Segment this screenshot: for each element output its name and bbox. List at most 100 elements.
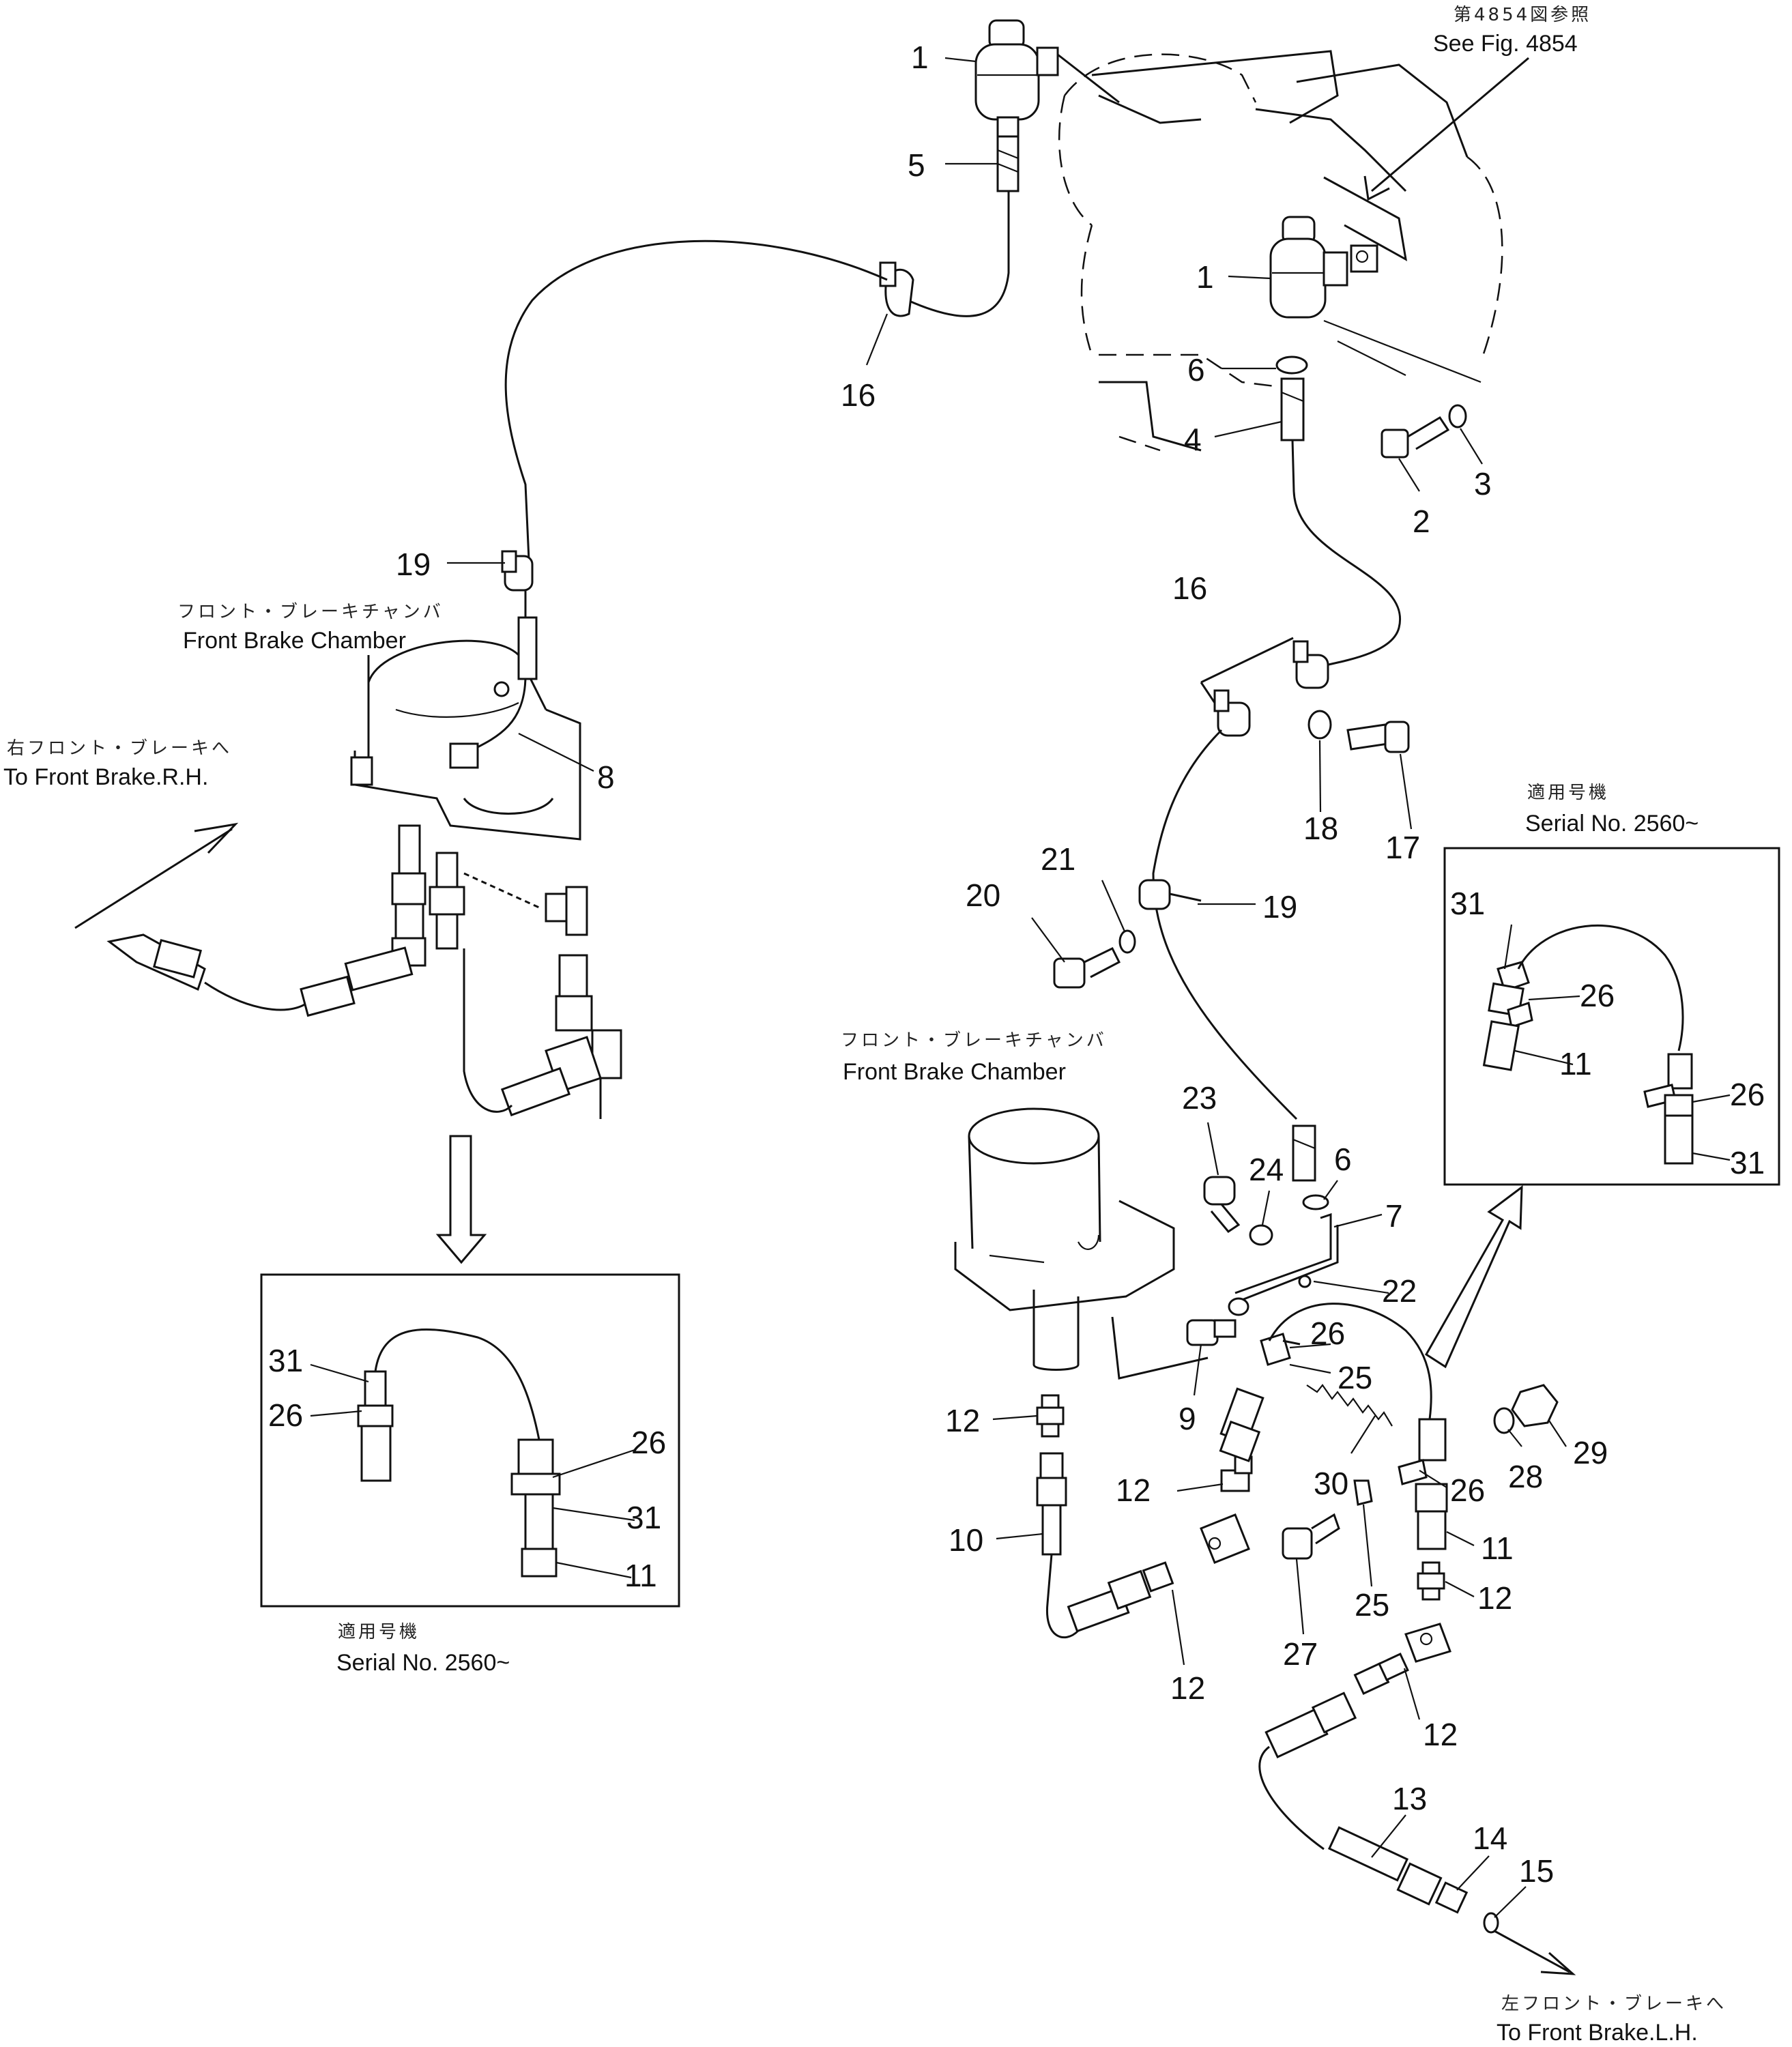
callout-10: 10 bbox=[949, 1522, 983, 1558]
inset-left-parts bbox=[357, 1329, 561, 1578]
clamp-19-right bbox=[1138, 879, 1202, 910]
arrow-to-rh bbox=[194, 822, 239, 854]
callout-23: 23 bbox=[1182, 1080, 1217, 1116]
serial-left-jp: 適用号機 bbox=[338, 1622, 420, 1642]
inset-right-parts bbox=[1482, 924, 1694, 1165]
callout-5: 5 bbox=[908, 147, 925, 183]
callout-7: 7 bbox=[1385, 1198, 1403, 1234]
front-brake-chamber-right bbox=[954, 1107, 1209, 1380]
arrow-up-right bbox=[1424, 1185, 1523, 1369]
callout-24: 24 bbox=[1249, 1152, 1284, 1187]
inset-left-31a: 31 bbox=[268, 1343, 303, 1378]
front-chamber-top-jp: フロント・ブレーキチャンバ bbox=[177, 602, 444, 622]
callout-1a: 1 bbox=[911, 40, 929, 75]
callout-6b: 6 bbox=[1334, 1142, 1352, 1177]
to-rh-en: To Front Brake.R.H. bbox=[3, 764, 208, 790]
callout-25a: 25 bbox=[1338, 1360, 1372, 1395]
callout-22: 22 bbox=[1382, 1273, 1417, 1309]
callout-14: 14 bbox=[1473, 1820, 1507, 1856]
front-chamber-bottom-en: Front Brake Chamber bbox=[843, 1059, 1066, 1085]
serial-right-jp: 適用号機 bbox=[1527, 783, 1609, 803]
flex-hose-rh bbox=[106, 933, 414, 1017]
brake-line-right-mid bbox=[1152, 729, 1298, 1120]
front-chamber-bottom-jp: フロント・ブレーキチャンバ bbox=[841, 1030, 1107, 1051]
callout-8: 8 bbox=[597, 759, 615, 795]
callout-30: 30 bbox=[1314, 1466, 1348, 1501]
callout-12b: 12 bbox=[1116, 1472, 1151, 1508]
to-rh-jp: 右フロント・ブレーキへ bbox=[7, 738, 232, 759]
washer-3 bbox=[1448, 404, 1467, 429]
callout-1b: 1 bbox=[1196, 259, 1214, 295]
callout-12e: 12 bbox=[1423, 1717, 1458, 1752]
front-chamber-top-en: Front Brake Chamber bbox=[183, 628, 406, 654]
brake-line-long bbox=[504, 239, 888, 560]
callout-6a: 6 bbox=[1187, 352, 1205, 388]
callout-2: 2 bbox=[1413, 504, 1430, 539]
leader-to-lh bbox=[1494, 1930, 1570, 1973]
to-lh-en: To Front Brake.L.H. bbox=[1497, 2020, 1698, 2046]
serial-left-en: Serial No. 2560~ bbox=[336, 1650, 510, 1676]
callout-26b: 26 bbox=[1450, 1472, 1485, 1508]
callout-12a: 12 bbox=[945, 1403, 980, 1438]
washer-21 bbox=[1118, 929, 1136, 954]
inset-left-26a: 26 bbox=[268, 1397, 303, 1433]
frame-outline bbox=[1058, 50, 1503, 452]
callout-20: 20 bbox=[966, 877, 1000, 913]
to-lh-jp: 左フロント・ブレーキへ bbox=[1501, 1994, 1726, 2014]
callout-4: 4 bbox=[1184, 422, 1202, 457]
hose-5 bbox=[907, 191, 1010, 317]
callout-18: 18 bbox=[1303, 811, 1338, 846]
callout-labels: 1 5 16 1 6 4 2 3 19 8 16 18 17 21 20 19 … bbox=[268, 40, 1765, 1889]
inset-right-31b: 31 bbox=[1730, 1145, 1765, 1180]
front-brake-chamber-left bbox=[350, 590, 622, 1119]
bolt-20 bbox=[1053, 947, 1121, 989]
washer-18 bbox=[1307, 710, 1332, 740]
callout-11a: 11 bbox=[1481, 1530, 1514, 1566]
callout-17: 17 bbox=[1385, 830, 1420, 865]
air-canister-right bbox=[1269, 216, 1467, 459]
clamp-16-right bbox=[1200, 637, 1329, 737]
inset-left-11: 11 bbox=[624, 1558, 657, 1593]
inset-right-26a: 26 bbox=[1580, 978, 1615, 1013]
callout-26a: 26 bbox=[1310, 1316, 1345, 1351]
callout-15: 15 bbox=[1519, 1853, 1554, 1889]
inset-right-11: 11 bbox=[1559, 1046, 1592, 1081]
captions: 第4854図参照 See Fig. 4854 フロント・ブレーキチャンバ Fro… bbox=[3, 5, 1726, 2046]
callout-21: 21 bbox=[1041, 841, 1075, 877]
callout-19a: 19 bbox=[396, 547, 431, 582]
inset-left-26b: 26 bbox=[631, 1425, 666, 1460]
callout-19b: 19 bbox=[1262, 889, 1297, 925]
inset-box-left bbox=[260, 1273, 680, 1608]
bolt-17 bbox=[1346, 721, 1410, 753]
inset-right-26b: 26 bbox=[1730, 1077, 1765, 1112]
callout-9: 9 bbox=[1179, 1401, 1196, 1436]
arrow-to-lh bbox=[1540, 1951, 1576, 1975]
air-canister-top bbox=[974, 19, 1120, 192]
callout-16b: 16 bbox=[1172, 570, 1207, 606]
clamp-19-left bbox=[501, 550, 534, 592]
see-fig-en: See Fig. 4854 bbox=[1433, 31, 1578, 57]
callout-25b: 25 bbox=[1355, 1587, 1389, 1623]
callout-12d: 12 bbox=[1477, 1580, 1512, 1616]
fittings-lower-right bbox=[1036, 1303, 1559, 1934]
see-fig-jp: 第4854図参照 bbox=[1454, 5, 1591, 25]
arrow-down-left bbox=[435, 1135, 487, 1264]
callout-27: 27 bbox=[1283, 1636, 1318, 1672]
leader-to-rh bbox=[74, 828, 233, 929]
serial-right-en: Serial No. 2560~ bbox=[1525, 811, 1699, 837]
clamp-16-top bbox=[879, 261, 914, 317]
callout-3: 3 bbox=[1474, 466, 1492, 502]
bolt-2 bbox=[1381, 416, 1450, 459]
callout-16a: 16 bbox=[841, 377, 876, 413]
inset-right-31a: 31 bbox=[1450, 886, 1485, 921]
callout-12c: 12 bbox=[1170, 1670, 1205, 1706]
callout-28: 28 bbox=[1508, 1459, 1543, 1494]
fitting-cluster bbox=[1186, 1124, 1339, 1346]
leader-lines bbox=[310, 57, 1731, 1918]
inset-box-right bbox=[1443, 847, 1780, 1186]
inset-left-31b: 31 bbox=[626, 1500, 661, 1535]
callout-29: 29 bbox=[1573, 1435, 1608, 1470]
callout-13: 13 bbox=[1392, 1781, 1427, 1816]
brake-line-right-upper bbox=[1291, 439, 1402, 670]
